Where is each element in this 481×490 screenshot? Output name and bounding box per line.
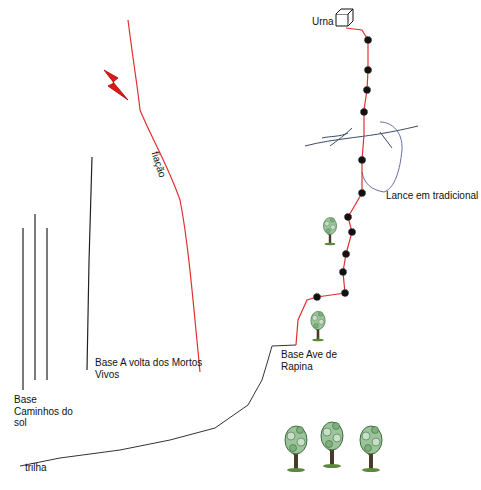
route-line	[87, 157, 92, 370]
bolt-dot	[358, 189, 365, 196]
pitch-note: Lance em tradicional	[386, 190, 481, 202]
leader-line	[362, 122, 402, 192]
bolt-dot	[344, 213, 351, 220]
base-label: Base Caminhos do sol	[14, 394, 76, 429]
lightning-icon	[104, 70, 128, 100]
route-line	[296, 28, 368, 345]
base-label: Base Ave de Rapina	[281, 349, 349, 372]
bolt-dot	[342, 250, 349, 257]
bolt-dot	[364, 36, 371, 43]
crack-line	[305, 126, 418, 148]
bolt-dot	[313, 293, 320, 300]
route-line	[23, 214, 47, 390]
bolt-dot	[360, 108, 367, 115]
register-label: Urna	[312, 16, 342, 28]
bolt-dot	[339, 268, 346, 275]
power-line	[128, 20, 200, 372]
trail-label: trilha	[25, 462, 65, 474]
bolt-dot	[364, 66, 371, 73]
bolt-dot	[358, 156, 365, 163]
bolt-dot	[341, 289, 348, 296]
register-box-icon	[336, 9, 353, 26]
bolt-dot	[363, 86, 370, 93]
bolt-dot	[348, 228, 355, 235]
base-label: Base A volta dos Mortos Vivos	[95, 357, 225, 380]
bolt-markers	[313, 36, 371, 300]
